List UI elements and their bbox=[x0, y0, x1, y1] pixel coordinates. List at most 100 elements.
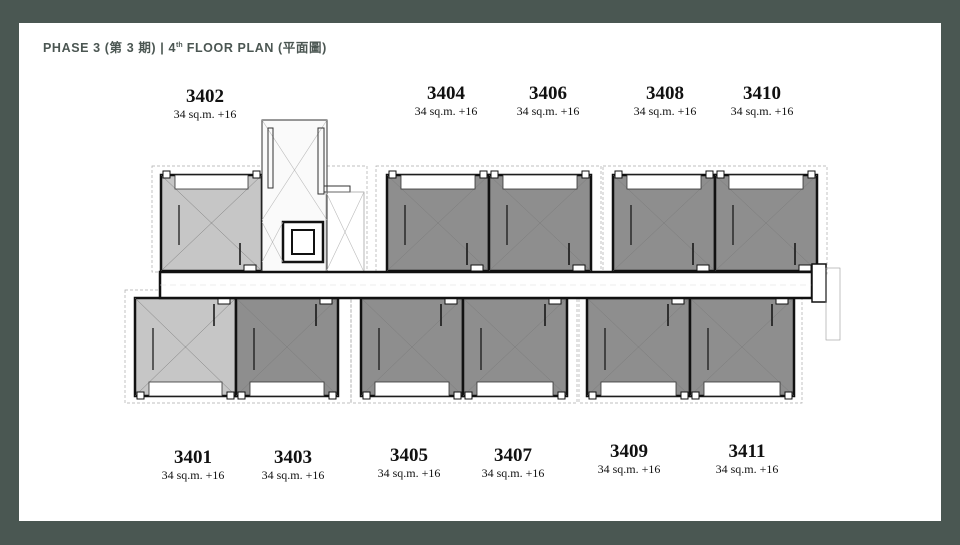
stair-wall bbox=[317, 127, 325, 195]
balcony bbox=[502, 174, 578, 190]
unit-number: 3401 bbox=[174, 447, 212, 468]
east-end-balcony bbox=[825, 267, 841, 341]
column bbox=[807, 170, 816, 179]
phase-label: PHASE 3 (第 3 期) bbox=[43, 41, 157, 55]
unit-size: 34 sq.m. +16 bbox=[481, 466, 545, 480]
unit-3409-block[interactable] bbox=[585, 296, 692, 400]
elevator-car bbox=[291, 229, 315, 255]
column bbox=[784, 391, 793, 400]
units-layer bbox=[133, 170, 819, 400]
stair-wall bbox=[267, 127, 274, 189]
unit-diagonal bbox=[462, 297, 568, 397]
floor-number: 4 bbox=[168, 41, 177, 55]
column bbox=[162, 170, 171, 179]
unit-3407-block[interactable] bbox=[461, 296, 569, 400]
unit-size: 34 sq.m. +16 bbox=[730, 104, 794, 118]
balcony bbox=[728, 174, 804, 190]
column bbox=[557, 391, 566, 400]
column bbox=[588, 391, 597, 400]
balcony bbox=[374, 381, 450, 397]
unit-3405-block[interactable] bbox=[359, 296, 465, 400]
unit-number: 3407 bbox=[494, 445, 532, 466]
unit-number: 3406 bbox=[529, 83, 567, 104]
unit-number: 3411 bbox=[728, 441, 766, 462]
unit-size: 34 sq.m. +16 bbox=[377, 466, 441, 480]
entry-door bbox=[243, 264, 257, 272]
column bbox=[226, 391, 235, 400]
unit-3410-block[interactable] bbox=[713, 170, 819, 273]
balcony bbox=[600, 381, 677, 397]
column bbox=[328, 391, 337, 400]
title-divider: | bbox=[160, 41, 165, 55]
unit-number: 3408 bbox=[646, 83, 684, 104]
column bbox=[614, 170, 623, 179]
stair-cross-line bbox=[261, 119, 328, 221]
column bbox=[680, 391, 689, 400]
unit-diagonal bbox=[386, 174, 490, 272]
unit-number: 3402 bbox=[186, 86, 224, 107]
unit-number: 3410 bbox=[743, 83, 781, 104]
building-structure bbox=[124, 119, 841, 404]
unit-diagonal bbox=[134, 297, 237, 397]
unit-3404-block[interactable] bbox=[385, 170, 491, 273]
unit-number: 3404 bbox=[427, 83, 465, 104]
balcony bbox=[703, 381, 781, 397]
column bbox=[388, 170, 397, 179]
column bbox=[362, 391, 371, 400]
unit-diagonal bbox=[586, 297, 691, 397]
unit-3401-block[interactable] bbox=[133, 296, 238, 400]
unit-diagonal bbox=[360, 297, 464, 397]
entry-door bbox=[798, 264, 812, 272]
unit-3402-block[interactable] bbox=[159, 170, 264, 273]
column bbox=[705, 170, 714, 179]
balcony bbox=[400, 174, 476, 190]
east-end-door bbox=[811, 263, 827, 303]
outline-north-east bbox=[602, 165, 828, 275]
unit-size: 34 sq.m. +16 bbox=[173, 107, 237, 121]
unit-diagonal bbox=[160, 174, 263, 272]
balcony bbox=[148, 381, 223, 397]
column bbox=[479, 170, 488, 179]
unit-size: 34 sq.m. +16 bbox=[516, 104, 580, 118]
unit-size: 34 sq.m. +16 bbox=[715, 462, 779, 476]
unit-3408-block[interactable] bbox=[611, 170, 717, 273]
unit-number: 3403 bbox=[274, 447, 312, 468]
unit-size: 34 sq.m. +16 bbox=[161, 468, 225, 482]
unit-number: 3405 bbox=[390, 445, 428, 466]
unit-3403-block[interactable] bbox=[234, 296, 340, 400]
balcony bbox=[249, 381, 325, 397]
outline-north-west bbox=[151, 165, 368, 273]
unit-3411-block[interactable] bbox=[688, 296, 796, 400]
unit-3406-block[interactable] bbox=[487, 170, 593, 273]
unit-size: 34 sq.m. +16 bbox=[261, 468, 325, 482]
stair-wall bbox=[323, 185, 351, 193]
floor-ordinal: th bbox=[176, 41, 183, 49]
unit-diagonal bbox=[612, 174, 716, 272]
entry-door bbox=[470, 264, 484, 272]
unit-number: 3409 bbox=[610, 441, 648, 462]
column bbox=[453, 391, 462, 400]
unit-size: 34 sq.m. +16 bbox=[633, 104, 697, 118]
balcony bbox=[626, 174, 702, 190]
column bbox=[581, 170, 590, 179]
entry-door bbox=[572, 264, 586, 272]
unit-diagonal bbox=[714, 174, 818, 272]
column bbox=[464, 391, 473, 400]
floor-plan-label: FLOOR PLAN (平面圖) bbox=[186, 41, 327, 55]
unit-size: 34 sq.m. +16 bbox=[597, 462, 661, 476]
shaft-cross-line bbox=[325, 191, 365, 273]
unit-diagonal bbox=[488, 174, 592, 272]
column bbox=[490, 170, 499, 179]
page-title: PHASE 3 (第 3 期) | 4th FLOOR PLAN (平面圖) bbox=[43, 37, 327, 56]
entry-door bbox=[696, 264, 710, 272]
